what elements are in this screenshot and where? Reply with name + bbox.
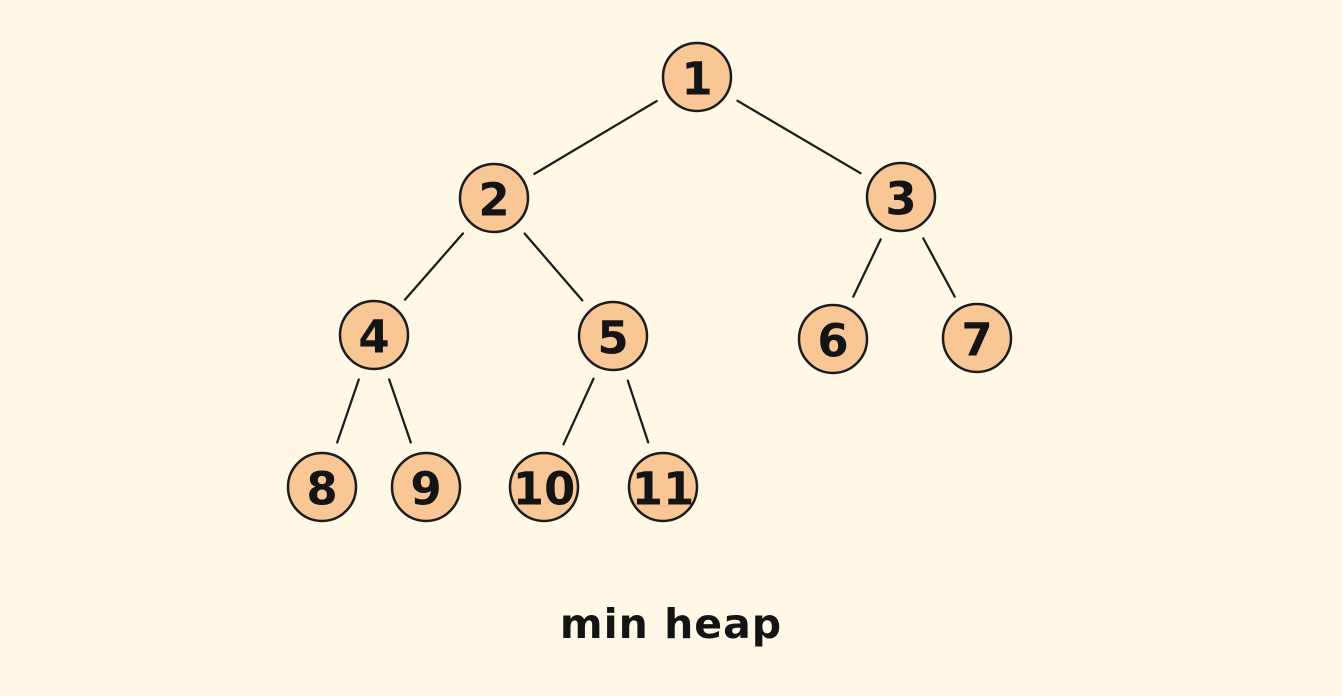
tree-node-5: 5 [577,300,649,372]
tree-edge-5-10 [562,377,595,446]
diagram-caption: min heap [559,600,783,648]
tree-node-1: 1 [661,41,733,113]
node-label-10: 10 [513,463,576,516]
node-circle-10 [508,451,580,523]
tree-edges [336,99,956,446]
tree-edge-2-4 [403,232,465,301]
node-circle-6 [797,303,869,375]
node-label-11: 11 [632,463,695,516]
node-circle-2 [458,162,530,234]
tree-node-11: 11 [627,451,699,523]
tree-node-6: 6 [797,303,869,375]
tree-edge-1-3 [736,99,862,175]
node-label-3: 3 [885,173,916,226]
node-circle-1 [661,41,733,113]
tree-node-7: 7 [941,302,1013,374]
tree-nodes: 1 2 3 4 5 6 7 8 9 10 11 [286,41,1013,523]
tree-node-3: 3 [865,161,937,233]
node-circle-4 [338,299,410,371]
node-circle-11 [627,451,699,523]
node-circle-8 [286,451,358,523]
node-circle-3 [865,161,937,233]
node-label-1: 1 [681,53,712,106]
node-circle-5 [577,300,649,372]
tree-edge-4-9 [388,378,412,444]
node-label-6: 6 [817,315,848,368]
tree-node-4: 4 [338,299,410,371]
tree-edge-3-7 [922,237,956,298]
tree-edge-1-2 [533,99,658,176]
tree-edge-4-8 [336,378,360,444]
node-label-4: 4 [358,311,389,364]
tree-node-2: 2 [458,162,530,234]
tree-edge-5-11 [626,379,650,444]
tree-node-9: 9 [390,451,462,523]
tree-node-8: 8 [286,451,358,523]
node-label-5: 5 [597,312,628,365]
tree-edge-2-5 [523,232,584,302]
node-label-9: 9 [410,463,441,516]
tree-node-10: 10 [508,451,580,523]
tree-edge-3-6 [852,238,882,298]
node-label-2: 2 [478,174,509,227]
node-label-8: 8 [306,463,337,516]
node-circle-9 [390,451,462,523]
node-circle-7 [941,302,1013,374]
node-label-7: 7 [961,314,992,367]
